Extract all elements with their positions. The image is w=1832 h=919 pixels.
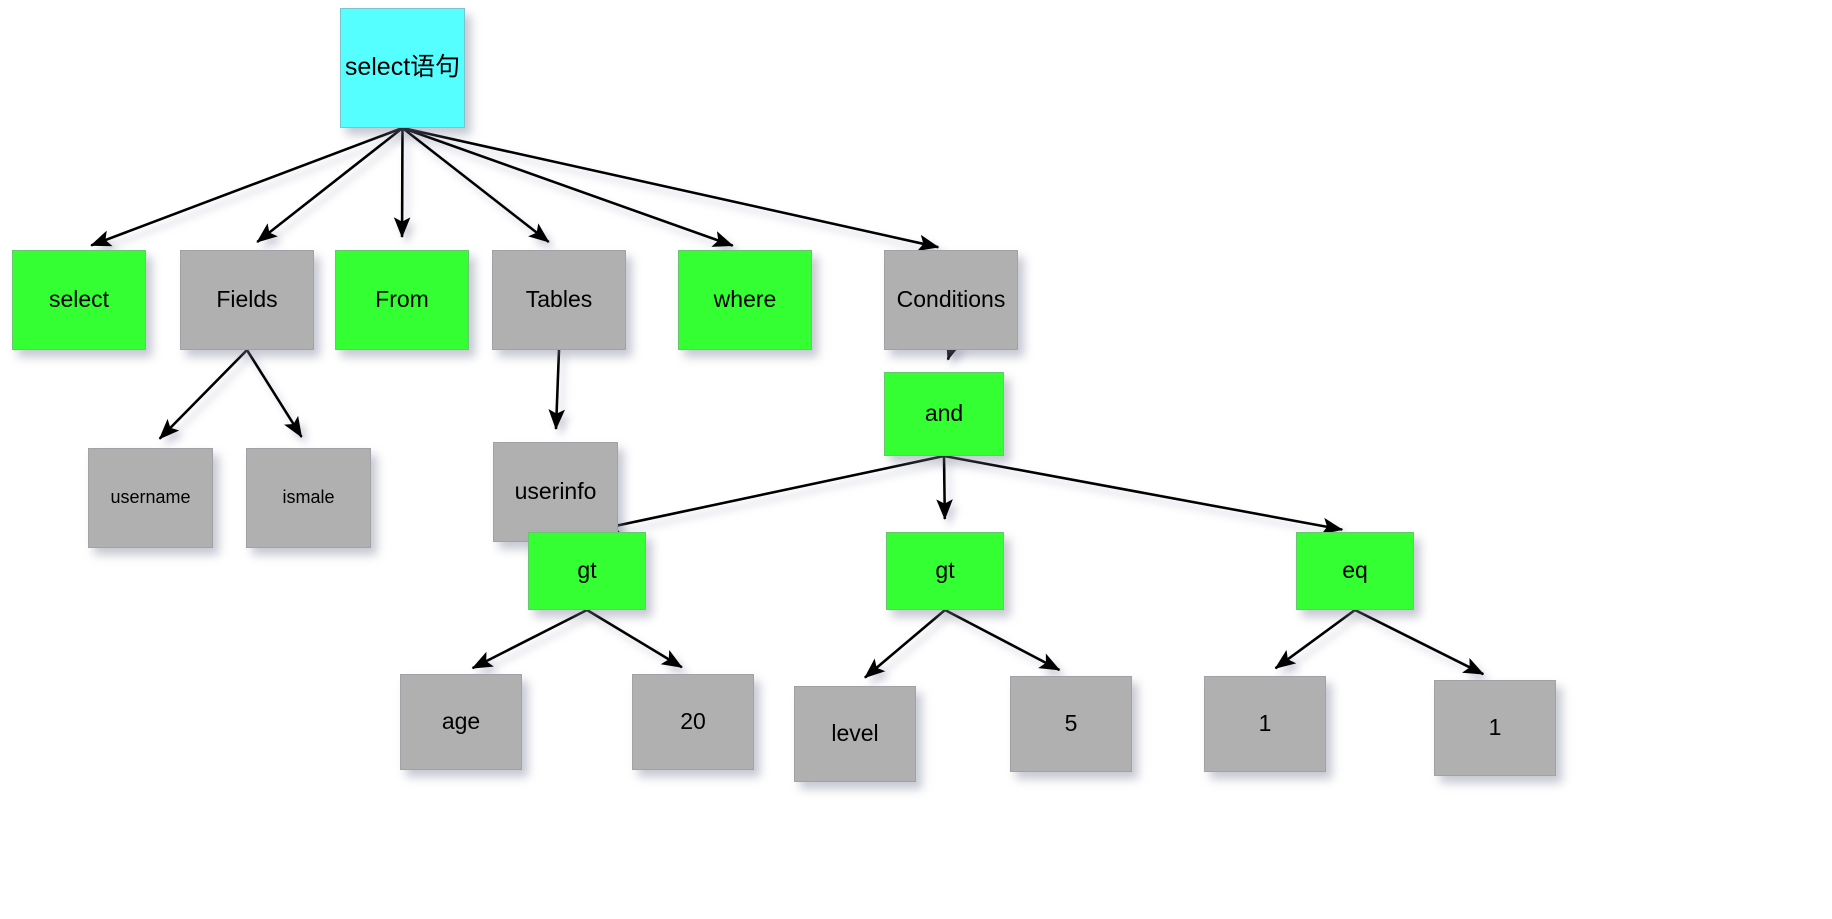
- node-label: username: [110, 487, 191, 508]
- node-eq[interactable]: eq: [1296, 532, 1414, 610]
- node-fields[interactable]: Fields: [180, 250, 314, 350]
- node-where[interactable]: where: [678, 250, 812, 350]
- node-label: Tables: [525, 286, 593, 313]
- node-from[interactable]: From: [335, 250, 469, 350]
- edge-fields-to-ismale: [245, 349, 303, 438]
- node-gt1[interactable]: gt: [528, 532, 646, 610]
- node-conditions[interactable]: Conditions: [884, 250, 1018, 350]
- node-label: 1: [1258, 710, 1272, 737]
- node-label: gt: [577, 557, 597, 584]
- node-root[interactable]: select语句: [340, 8, 465, 128]
- node-label: select语句: [344, 53, 461, 82]
- node-label: From: [375, 286, 429, 313]
- edge-gt1-to-age: [471, 608, 588, 670]
- node-label: gt: [935, 557, 955, 584]
- edge-gt2-to-five: [944, 608, 1061, 672]
- edge-gt2-to-level: [864, 609, 946, 679]
- node-age[interactable]: age: [400, 674, 522, 770]
- node-label: select: [48, 286, 110, 313]
- edge-and-to-gt1: [598, 454, 945, 534]
- edge-root-to-where: [402, 126, 734, 247]
- edge-root-to-conditions: [402, 126, 940, 252]
- edge-conditions-to-and: [946, 338, 962, 361]
- edge-root-to-tables: [401, 126, 550, 244]
- edge-and-to-eq: [943, 454, 1344, 535]
- node-gt2[interactable]: gt: [886, 532, 1004, 610]
- node-one_right[interactable]: 1: [1434, 680, 1556, 776]
- node-one_left[interactable]: 1: [1204, 676, 1326, 772]
- node-label: age: [441, 708, 481, 735]
- node-twenty[interactable]: 20: [632, 674, 754, 770]
- node-five[interactable]: 5: [1010, 676, 1132, 772]
- edge-root-to-fields: [256, 126, 404, 243]
- node-and[interactable]: and: [884, 372, 1004, 456]
- edge-tables-to-userinfo: [548, 349, 566, 431]
- node-label: ismale: [282, 487, 335, 508]
- node-label: Conditions: [896, 286, 1006, 313]
- node-username[interactable]: username: [88, 448, 213, 548]
- node-label: 5: [1064, 710, 1078, 737]
- node-label: and: [924, 400, 964, 427]
- node-tables[interactable]: Tables: [492, 250, 626, 350]
- node-label: userinfo: [514, 478, 597, 505]
- node-label: 20: [680, 708, 706, 735]
- node-label: level: [831, 720, 879, 747]
- node-select[interactable]: select: [12, 250, 146, 350]
- node-label: eq: [1342, 557, 1368, 584]
- edge-and-to-gt2: [936, 455, 953, 521]
- edge-root-to-select: [90, 126, 403, 247]
- node-ismale[interactable]: ismale: [246, 448, 371, 548]
- edge-fields-to-username: [158, 349, 248, 440]
- node-level[interactable]: level: [794, 686, 916, 782]
- node-userinfo[interactable]: userinfo: [493, 442, 618, 542]
- edge-eq-to-one_right: [1354, 608, 1485, 676]
- node-label: where: [713, 286, 777, 313]
- node-label: 1: [1488, 714, 1502, 741]
- edge-eq-to-one_left: [1274, 608, 1356, 670]
- node-label: Fields: [216, 286, 278, 313]
- edge-gt1-to-twenty: [586, 608, 683, 669]
